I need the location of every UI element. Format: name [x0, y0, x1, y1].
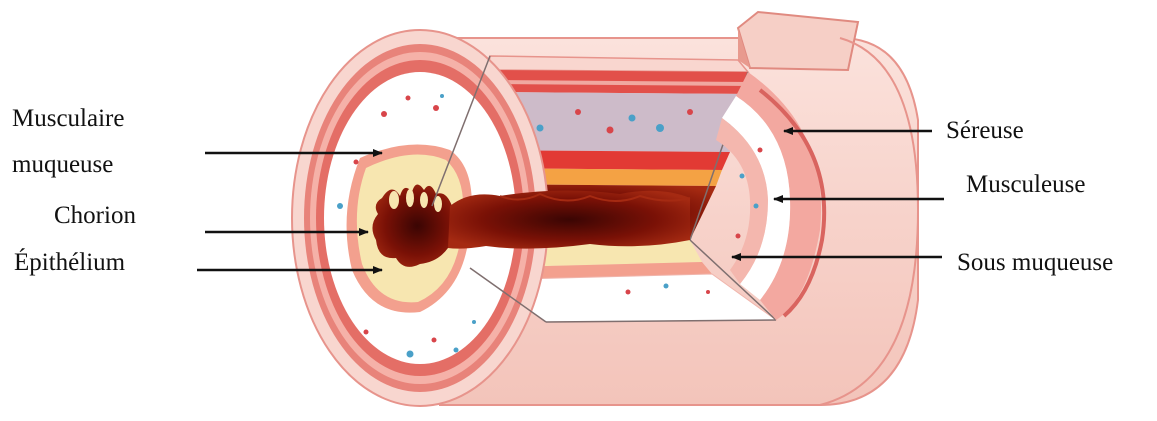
label-musculaire-muqueuse-line2: muqueuse — [12, 150, 113, 180]
label-sereuse: Séreuse — [946, 116, 1024, 146]
label-epithelium: Épithélium — [14, 248, 125, 278]
label-sous-muqueuse: Sous muqueuse — [957, 248, 1113, 278]
label-chorion: Chorion — [54, 201, 136, 231]
label-musculaire-muqueuse-line1: Musculaire — [12, 104, 124, 134]
serosa-flap — [738, 12, 858, 70]
label-musculeuse: Musculeuse — [966, 170, 1085, 200]
